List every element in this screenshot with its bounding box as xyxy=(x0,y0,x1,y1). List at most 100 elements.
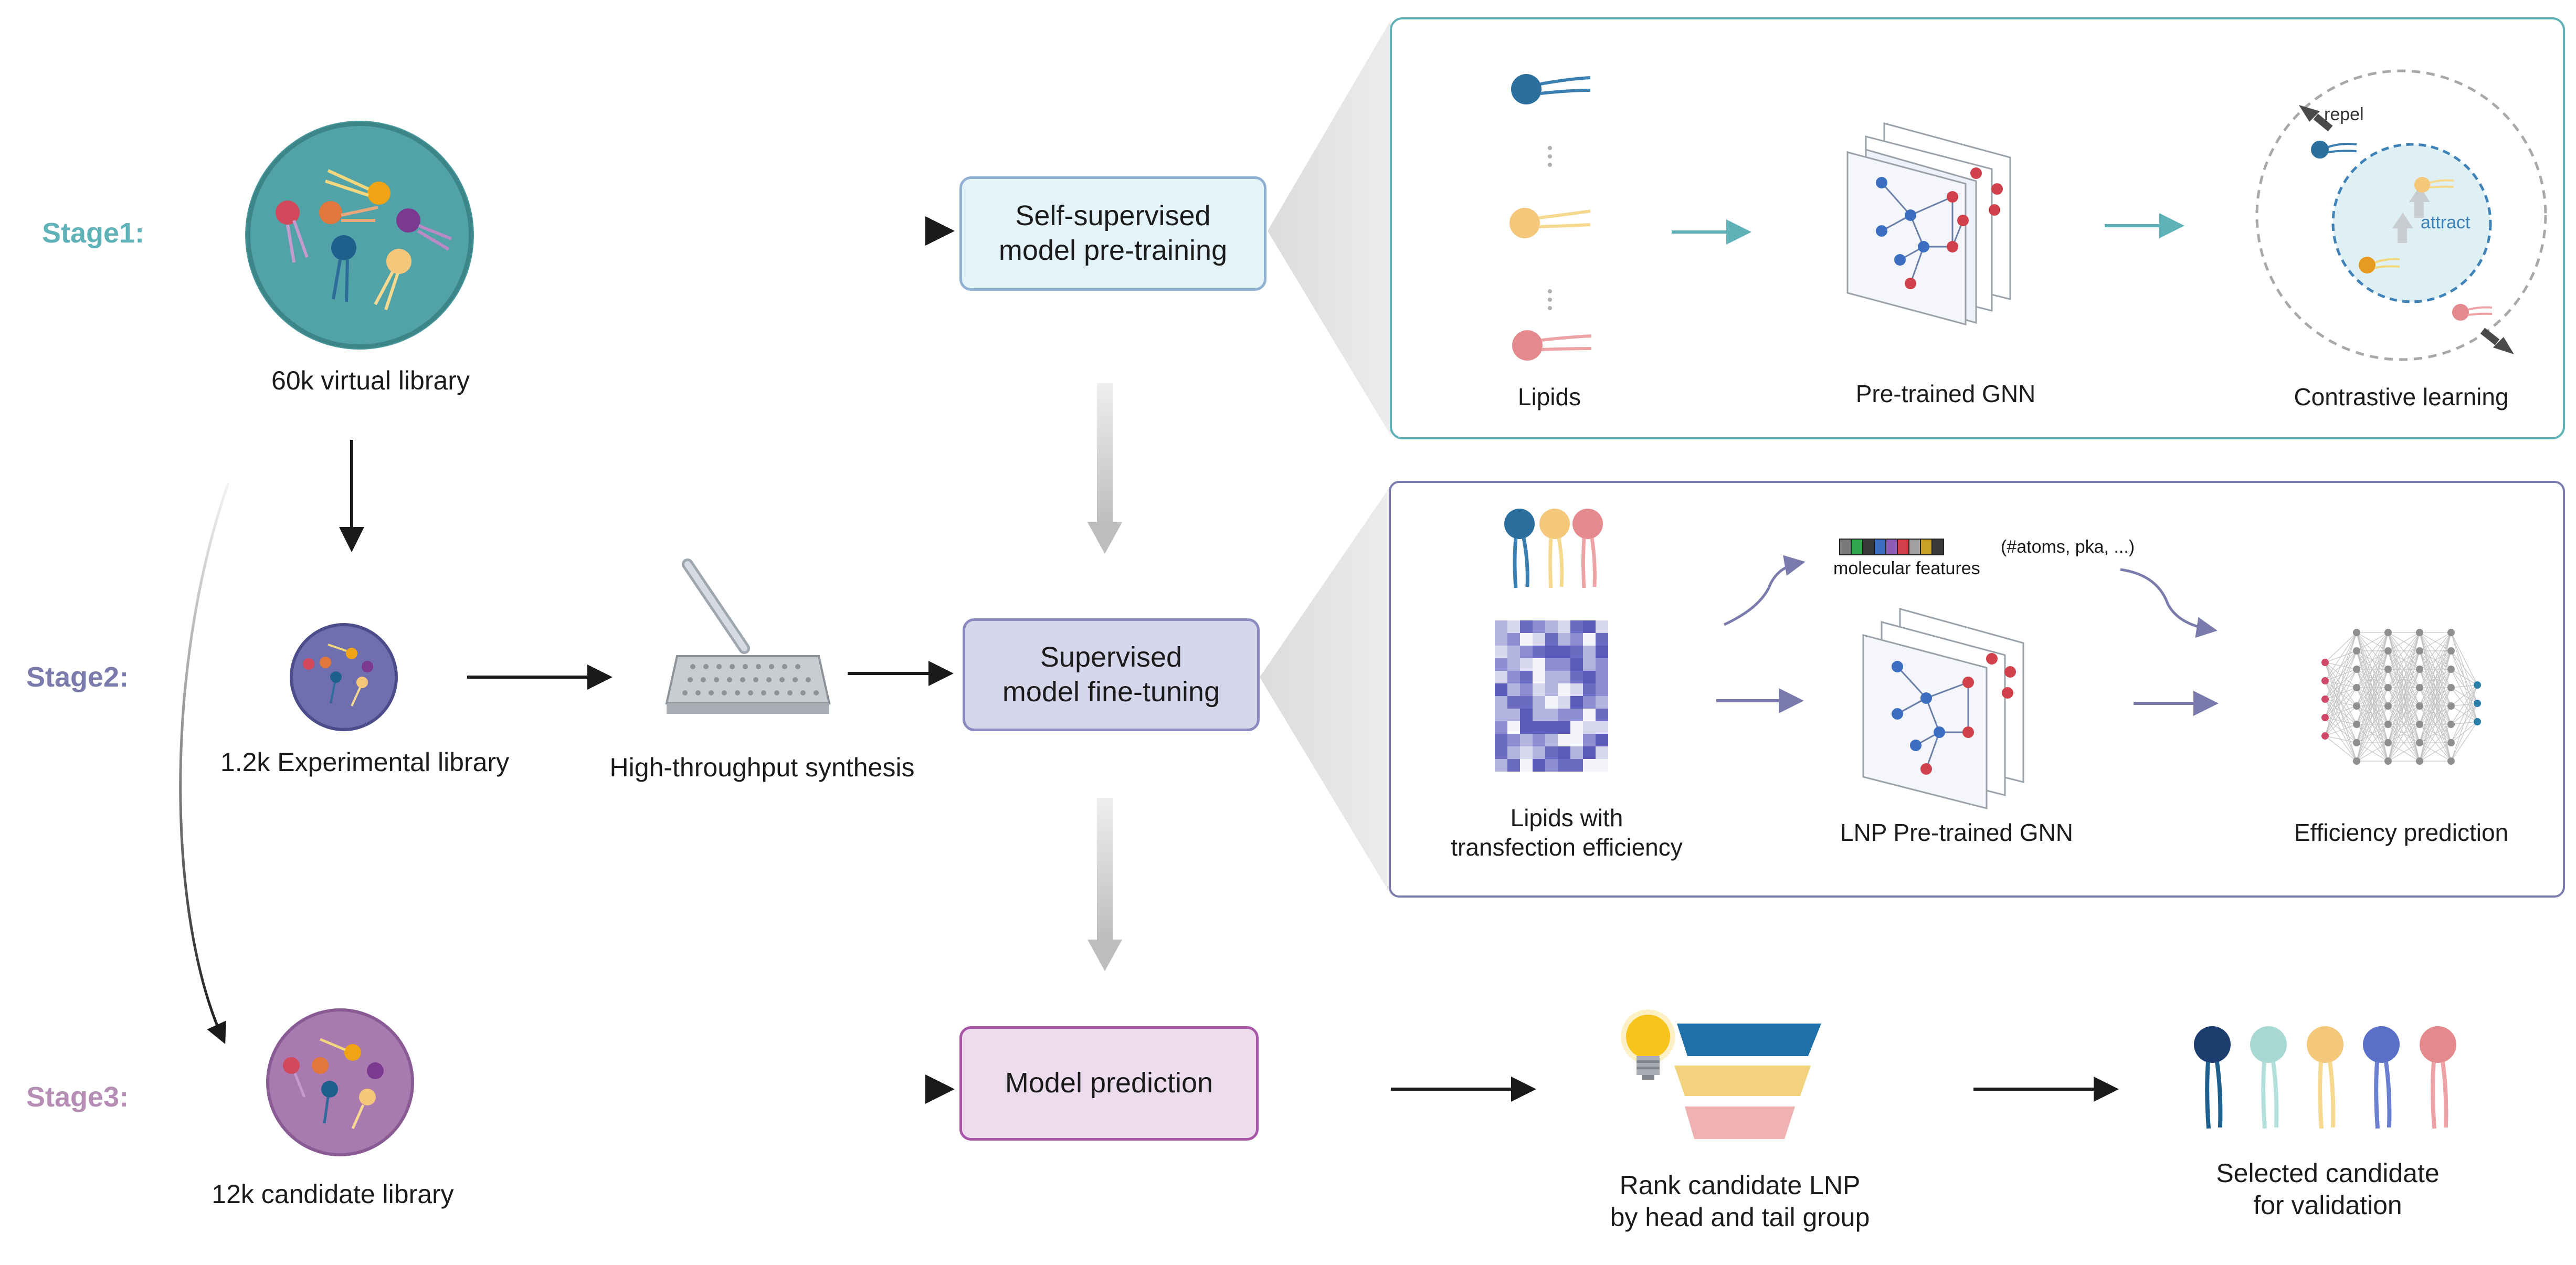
heatmap-cell xyxy=(1583,709,1596,721)
nn-node xyxy=(2384,684,2392,691)
nn-edge xyxy=(2356,632,2389,707)
prediction-label: Model prediction xyxy=(1005,1067,1213,1099)
finetuning-line1: Supervised xyxy=(1040,641,1183,673)
heatmap-cell xyxy=(1596,696,1608,709)
panel1-lipids-label: Lipids xyxy=(1517,383,1581,410)
heatmap-cell xyxy=(1507,671,1520,683)
nn-edge xyxy=(2356,632,2389,651)
heatmap-cell xyxy=(1596,721,1608,734)
heatmap-cell xyxy=(1596,746,1608,759)
nn-node xyxy=(2447,757,2455,765)
panel1-lipid-blue xyxy=(1511,74,1591,104)
nn-edge xyxy=(2325,687,2357,736)
nn-edge xyxy=(2356,705,2389,762)
nn-node xyxy=(2447,666,2455,673)
feature-swatch xyxy=(1920,539,1933,555)
heatmap-cell xyxy=(1533,721,1545,734)
heatmap-cell xyxy=(1596,709,1608,721)
candidate-library-icon xyxy=(266,1008,414,1156)
nn-edge xyxy=(2419,632,2452,743)
heatmap-cell xyxy=(1583,721,1596,734)
repel-label: repel xyxy=(2324,104,2364,124)
nn-edge xyxy=(2451,684,2478,743)
virtual-library-icon xyxy=(245,121,474,350)
heatmap-cell xyxy=(1570,646,1583,658)
nn-edge xyxy=(2388,632,2420,725)
nn-edge xyxy=(2356,742,2389,762)
rank-line2: by head and tail group xyxy=(1610,1203,1870,1232)
nn-edge xyxy=(2451,669,2478,686)
heatmap-cell xyxy=(1545,709,1558,721)
nn-node xyxy=(2384,757,2392,765)
nn-edge xyxy=(2356,632,2389,743)
heatmap-cell xyxy=(1507,746,1520,759)
nn-node xyxy=(2416,739,2423,746)
heatmap-cell xyxy=(1495,646,1507,658)
heatmap-cell xyxy=(1495,759,1507,772)
feature-swatch xyxy=(1874,539,1886,555)
heatmap-cell xyxy=(1545,721,1558,734)
nn-edge xyxy=(2388,632,2420,762)
heatmap-cell xyxy=(1520,683,1533,696)
nn-edge xyxy=(2356,632,2389,688)
heatmap-cell xyxy=(1558,646,1570,658)
nn-edge xyxy=(2451,684,2478,688)
nn-edge xyxy=(2388,705,2420,762)
heatmap-cell xyxy=(1507,709,1520,721)
heatmap-cell xyxy=(1570,709,1583,721)
panel2-arrow-features-out xyxy=(2120,568,2218,638)
pretraining-line1: Self-supervised xyxy=(1015,200,1211,232)
nn-node xyxy=(2353,647,2360,655)
nn-edge xyxy=(2419,632,2452,670)
heatmap-cell xyxy=(1545,696,1558,709)
heatmap-cell xyxy=(1520,696,1533,709)
heatmap-cell xyxy=(1583,746,1596,759)
heatmap-cell xyxy=(1520,734,1533,746)
contrastive-learning-icon xyxy=(2255,69,2547,361)
heatmap-cell xyxy=(1495,683,1507,696)
prediction-box: Model prediction xyxy=(959,1026,1259,1141)
heatmap-cell xyxy=(1570,620,1583,633)
feature-swatch xyxy=(1885,539,1898,555)
nn-edge xyxy=(2356,650,2389,762)
heatmap-cell xyxy=(1545,646,1558,658)
rank-line1: Rank candidate LNP xyxy=(1619,1171,1861,1200)
heatmap-cell xyxy=(1533,671,1545,683)
nn-edge xyxy=(2325,632,2357,700)
virtual-library-label: 60k virtual library xyxy=(271,366,470,395)
heatmap-cell xyxy=(1507,633,1520,646)
heatmap-cell xyxy=(1583,658,1596,671)
heatmap-cell xyxy=(1570,671,1583,683)
heatmap-cell xyxy=(1520,633,1533,646)
nn-node xyxy=(2384,666,2392,673)
panel2-gnn-label: LNP Pre-trained GNN xyxy=(1840,819,2073,846)
heatmap-cell xyxy=(1583,620,1596,633)
nn-node xyxy=(2353,739,2360,746)
nn-node xyxy=(2353,702,2360,710)
feature-swatch xyxy=(1839,539,1852,555)
molecular-features-label: molecular features xyxy=(1833,558,1980,578)
nn-edge xyxy=(2419,632,2452,725)
nn-node xyxy=(2447,702,2455,710)
nn-edge xyxy=(2356,632,2389,670)
nn-edge xyxy=(2388,650,2420,762)
heatmap-cell xyxy=(1583,683,1596,696)
nn-node xyxy=(2321,659,2329,666)
panel1-lipid-yellow xyxy=(1509,208,1591,238)
heatmap-cell xyxy=(1520,709,1533,721)
nn-node xyxy=(2416,647,2423,655)
heatmap-cell xyxy=(1545,633,1558,646)
synthesis-plate-icon xyxy=(665,558,831,714)
heatmap-cell xyxy=(1596,646,1608,658)
heatmap-cell xyxy=(1583,759,1596,772)
heatmap-cell xyxy=(1495,709,1507,721)
nn-edge xyxy=(2356,687,2389,762)
nn-edge xyxy=(2388,632,2420,707)
stage1-label: Stage1: xyxy=(42,217,145,249)
heatmap-cell xyxy=(1558,658,1570,671)
heatmap-cell xyxy=(1596,683,1608,696)
nn-edge xyxy=(2388,669,2420,762)
